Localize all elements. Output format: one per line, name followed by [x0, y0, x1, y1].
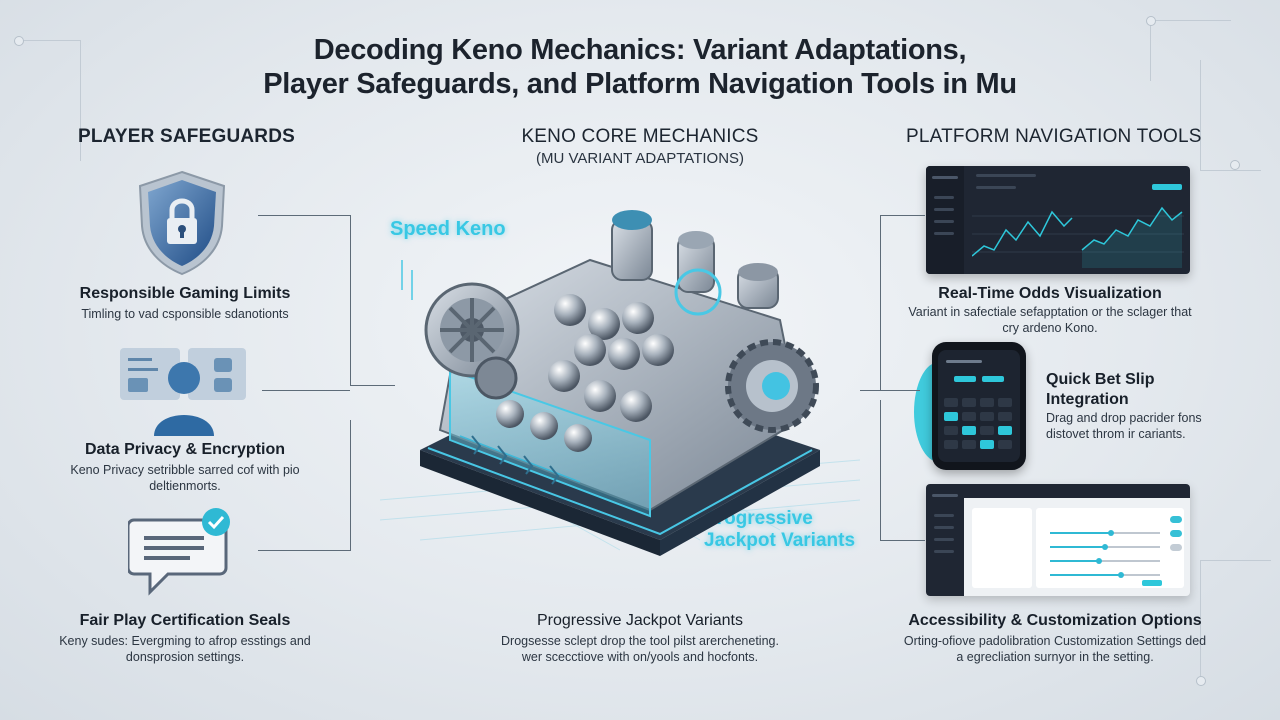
circuit-decoration: [1200, 560, 1271, 681]
page-title: Decoding Keno Mechanics: Variant Adaptat…: [313, 34, 967, 66]
certification-message-icon: [128, 508, 230, 596]
player-safeguards-heading: PLAYER SAFEGUARDS: [78, 126, 296, 147]
core-mechanics-heading: KENO CORE MECHANICS: [521, 126, 759, 147]
connector-line: [860, 390, 920, 392]
connector-line: [880, 215, 925, 391]
circuit-decoration: [1200, 60, 1261, 171]
progressive-variants-desc-2: wer scecctiove with on/yools and hocfont…: [521, 650, 759, 664]
page-subtitle: Player Safeguards, and Platform Navigati…: [263, 68, 1017, 100]
progressive-variants-desc-1: Drogsesse sclept drop the tool pilst are…: [501, 634, 779, 648]
fair-play-title: Fair Play Certification Seals: [79, 612, 291, 629]
circuit-decoration: [1150, 20, 1231, 81]
customization-dashboard-screenshot: [926, 484, 1190, 596]
responsible-gaming-title: Responsible Gaming Limits: [79, 285, 291, 302]
keno-machine-illustration: [380, 210, 860, 556]
responsible-gaming-desc: Timling to vad csponsible sdanotionts: [81, 307, 289, 321]
connector-line: [262, 390, 350, 392]
circuit-node: [1196, 676, 1206, 686]
speed-keno-label: Speed Keno: [390, 218, 506, 240]
bet-slip-title: Quick Bet Slip Integration: [1046, 371, 1155, 408]
bet-slip-desc: Drag and drop pacrider fons distovet thr…: [1046, 411, 1202, 441]
connector-line: [350, 385, 395, 387]
data-privacy-title: Data Privacy & Encryption: [84, 441, 286, 458]
accessibility-desc: Orting-ofiove padolibration Customizatio…: [903, 634, 1207, 664]
progressive-variants-title: Progressive Jackpot Variants: [536, 612, 743, 629]
core-mechanics-subheading: (MU VARIANT ADAPTATIONS): [535, 150, 745, 167]
user-privacy-icon: [120, 348, 246, 436]
bet-slip-phone: [932, 342, 1026, 470]
connector-line: [258, 215, 351, 386]
fair-play-desc: Keny sudes: Evergming to afrop esstings …: [59, 634, 311, 664]
connector-line: [880, 400, 925, 541]
circuit-node: [14, 36, 24, 46]
odds-visualization-title: Real-Time Odds Visualization: [938, 285, 1162, 302]
circuit-decoration: [20, 40, 81, 161]
accessibility-title: Accessibility & Customization Options: [908, 612, 1202, 629]
odds-visualization-desc: Variant in safectiale sefapptation or th…: [908, 305, 1192, 335]
circuit-node: [1146, 16, 1156, 26]
data-privacy-desc: Keno Privacy setribble sarred cof with p…: [70, 463, 300, 493]
shield-lock-icon: [138, 170, 226, 276]
connector-line: [258, 420, 351, 551]
navigation-tools-heading: PLATFORM NAVIGATION TOOLS: [906, 126, 1202, 147]
circuit-node: [1230, 160, 1240, 170]
odds-dashboard-screenshot: [926, 166, 1190, 274]
